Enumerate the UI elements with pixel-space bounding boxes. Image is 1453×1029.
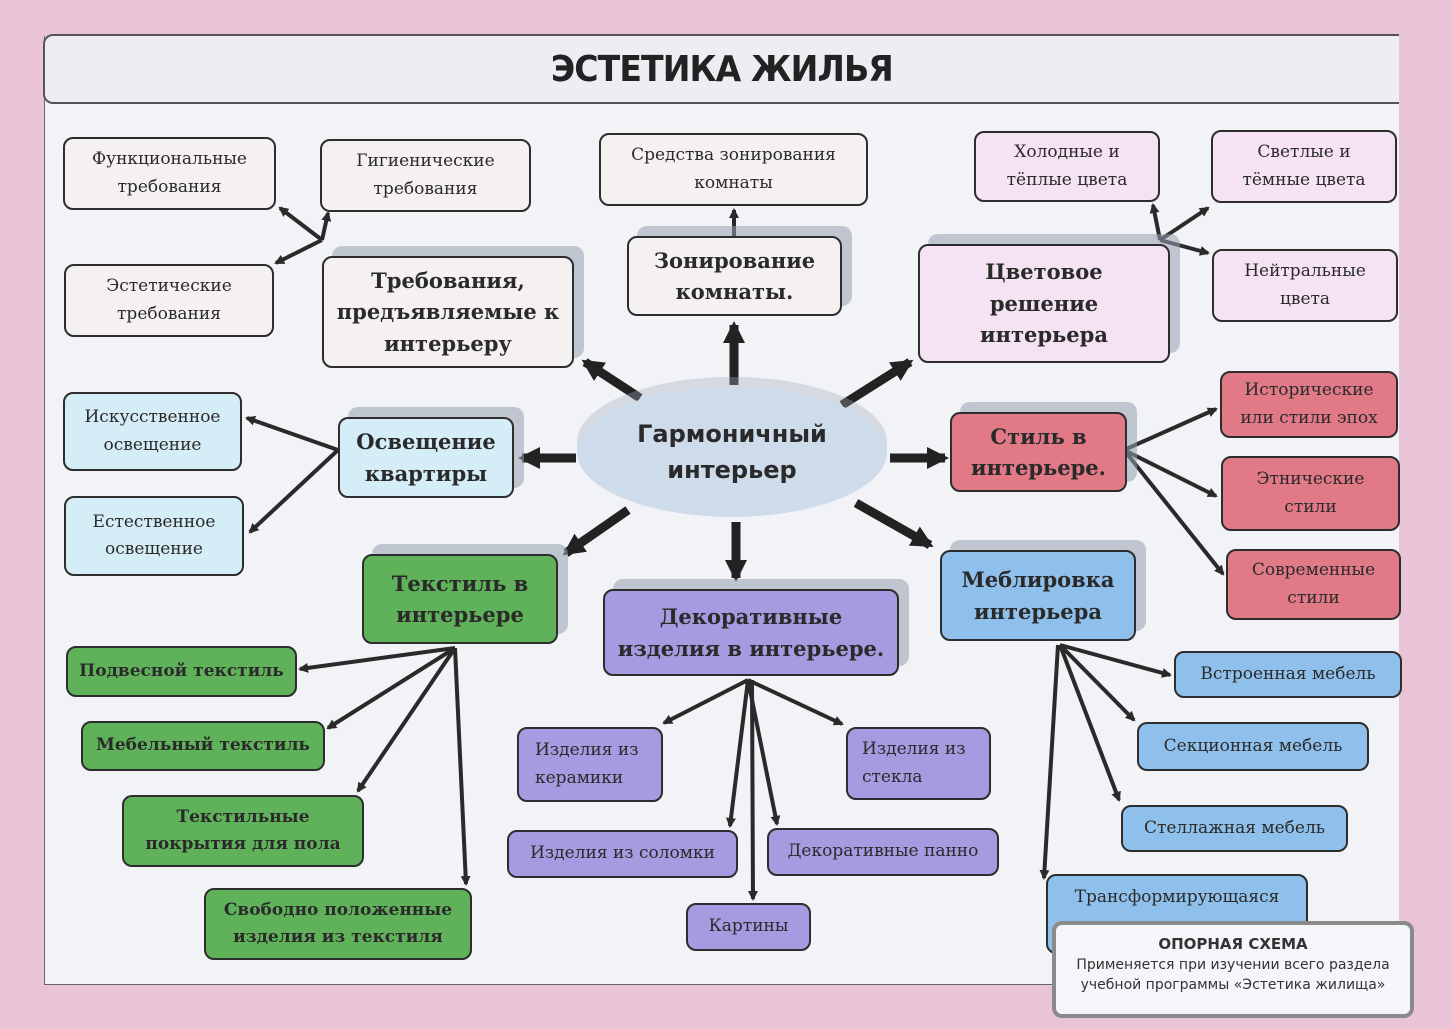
- center-label: Гармоничный интерьер: [637, 420, 827, 484]
- leaf-label: Декоративные панно: [787, 841, 979, 862]
- leaf-glass: Изделия из стекла: [846, 727, 991, 800]
- leaf-loose-textile: Свободно положенные изделия из текстиля: [204, 888, 472, 960]
- note-line: учебной программы «Эстетика жилища»: [1080, 977, 1386, 994]
- leaf-label: Мебельный текстиль: [96, 735, 310, 756]
- branch-decor: Декоративные изделия в интерьере.: [603, 589, 899, 676]
- leaf-hygienic-requirements: Гигиенические требования: [320, 139, 531, 212]
- leaf-label: Холодные и тёплые цвета: [1006, 142, 1128, 190]
- leaf-ceramics: Изделия из керамики: [517, 727, 663, 802]
- leaf-label: Стеллажная мебель: [1143, 817, 1326, 838]
- branch-label: Зонирование комнаты.: [653, 247, 816, 305]
- leaf-sectional-furniture: Секционная мебель: [1137, 722, 1369, 771]
- leaf-furniture-textile: Мебельный текстиль: [81, 721, 325, 771]
- branch-label: Цветовое решение интерьера: [980, 259, 1108, 348]
- leaf-label: Изделия из соломки: [530, 843, 715, 864]
- leaf-label: Изделия из стекла: [862, 739, 966, 787]
- leaf-modern-styles: Современные стили: [1226, 549, 1401, 620]
- leaf-shelving-furniture: Стеллажная мебель: [1121, 805, 1348, 852]
- leaf-label: Искусственное освещение: [84, 407, 221, 455]
- leaf-label: Изделия из керамики: [535, 740, 639, 788]
- leaf-label: Светлые и тёмные цвета: [1242, 142, 1366, 190]
- branch-label: Требования, предъявляемые к интерьеру: [336, 267, 560, 356]
- leaf-straw: Изделия из соломки: [507, 830, 738, 878]
- leaf-cold-warm-colors: Холодные и тёплые цвета: [974, 131, 1160, 202]
- leaf-label: Эстетические требования: [106, 276, 232, 324]
- leaf-historical-styles: Исторические или стили эпох: [1220, 371, 1398, 438]
- branch-label: Освещение квартиры: [356, 429, 496, 486]
- note-line: Применяется при изучении всего раздела: [1076, 957, 1390, 973]
- leaf-label: Трансформирующаяся: [1074, 887, 1280, 907]
- page-title: ЭСТЕТИКА ЖИЛЬЯ: [550, 48, 894, 90]
- branch-zoning: Зонирование комнаты.: [627, 236, 842, 316]
- leaf-label: Функциональные требования: [91, 149, 247, 197]
- leaf-paintings: Картины: [686, 903, 811, 951]
- leaf-functional-requirements: Функциональные требования: [63, 137, 276, 210]
- leaf-aesthetic-requirements: Эстетические требования: [64, 264, 274, 337]
- leaf-built-in-furniture: Встроенная мебель: [1174, 651, 1402, 698]
- leaf-label: Нейтральные цвета: [1244, 261, 1366, 309]
- note-title: ОПОРНАЯ СХЕМА: [1158, 935, 1308, 953]
- leaf-ethnic-styles: Этнические стили: [1221, 456, 1400, 531]
- leaf-label: Естественное освещение: [92, 511, 216, 559]
- reference-note: ОПОРНАЯ СХЕМА Применяется при изучении в…: [1052, 921, 1414, 1018]
- leaf-label: Картины: [708, 916, 789, 937]
- branch-furniture: Меблировка интерьера: [940, 550, 1136, 641]
- branch-label: Стиль в интерьере.: [971, 423, 1106, 481]
- branch-color-solution: Цветовое решение интерьера: [918, 244, 1170, 363]
- leaf-label: Этнические стили: [1256, 469, 1365, 517]
- branch-requirements: Требования, предъявляемые к интерьеру: [322, 256, 574, 368]
- leaf-label: Встроенная мебель: [1200, 663, 1376, 684]
- leaf-label: Средства зонирования комнаты: [631, 145, 836, 193]
- leaf-label: Секционная мебель: [1163, 735, 1343, 756]
- leaf-label: Современные стили: [1251, 560, 1376, 608]
- title-bar: ЭСТЕТИКА ЖИЛЬЯ: [43, 34, 1399, 104]
- leaf-label: Свободно положенные изделия из текстиля: [223, 899, 453, 947]
- branch-label: Меблировка интерьера: [961, 567, 1115, 624]
- leaf-label: Исторические или стили эпох: [1240, 380, 1378, 428]
- leaf-light-dark-colors: Светлые и тёмные цвета: [1211, 130, 1397, 203]
- leaf-neutral-colors: Нейтральные цвета: [1212, 249, 1398, 322]
- leaf-artificial-lighting: Искусственное освещение: [63, 392, 242, 471]
- branch-lighting: Освещение квартиры: [338, 417, 514, 498]
- leaf-label: Гигиенические требования: [356, 151, 495, 199]
- leaf-label: Подвесной текстиль: [79, 660, 284, 681]
- branch-label: Текстиль в интерьере: [391, 570, 529, 628]
- leaf-zoning-means: Средства зонирования комнаты: [599, 133, 868, 206]
- leaf-hanging-textile: Подвесной текстиль: [66, 646, 297, 697]
- leaf-label: Текстильные покрытия для пола: [145, 806, 341, 854]
- leaf-decor-panels: Декоративные панно: [767, 828, 999, 876]
- branch-label: Декоративные изделия в интерьере.: [617, 604, 885, 661]
- branch-style: Стиль в интерьере.: [950, 412, 1127, 492]
- leaf-floor-textile: Текстильные покрытия для пола: [122, 795, 364, 867]
- leaf-natural-lighting: Естественное освещение: [64, 496, 244, 576]
- branch-textile: Текстиль в интерьере: [362, 554, 558, 644]
- center-node-harmonious-interior: Гармоничный интерьер: [577, 387, 887, 517]
